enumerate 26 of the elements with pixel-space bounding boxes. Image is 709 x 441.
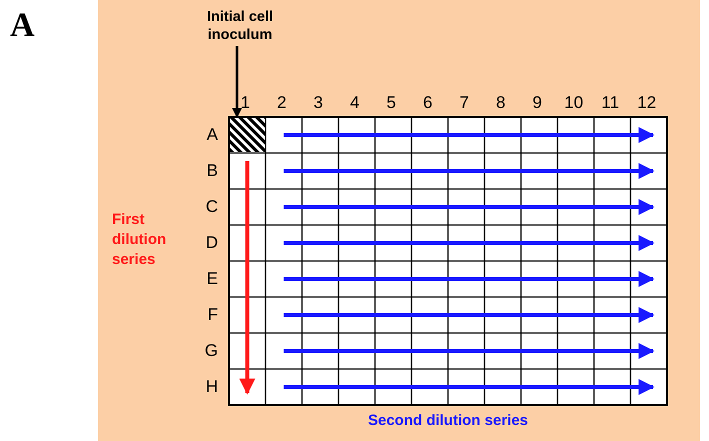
row-letter: E xyxy=(206,270,218,288)
row-letter: G xyxy=(204,342,218,360)
row-letter: A xyxy=(206,126,218,144)
panel-letter: A xyxy=(10,8,35,44)
column-number: 4 xyxy=(349,94,360,112)
row-letter: D xyxy=(204,234,218,252)
column-number: 7 xyxy=(458,94,470,112)
column-number: 3 xyxy=(312,94,324,112)
leader-arrow xyxy=(232,46,242,118)
column-number: 9 xyxy=(532,94,543,112)
column-number: 8 xyxy=(495,94,506,112)
row-letter: H xyxy=(204,378,218,396)
row-letter: B xyxy=(206,162,218,180)
column-number: 10 xyxy=(563,94,584,112)
column-number: 5 xyxy=(386,94,397,112)
axis-label: First dilution series xyxy=(112,210,168,270)
column-number: 2 xyxy=(276,94,288,112)
axis-label: Second dilution series xyxy=(366,412,530,430)
row-letter: F xyxy=(206,306,218,324)
column-number: 12 xyxy=(636,94,658,112)
inoculated-well xyxy=(230,118,264,152)
column-number: 6 xyxy=(422,94,434,112)
column-number: 1 xyxy=(240,94,251,112)
column-number: 11 xyxy=(600,94,620,112)
annotation-text: Initial cell inoculum xyxy=(185,8,295,44)
row-letter: C xyxy=(204,198,218,216)
